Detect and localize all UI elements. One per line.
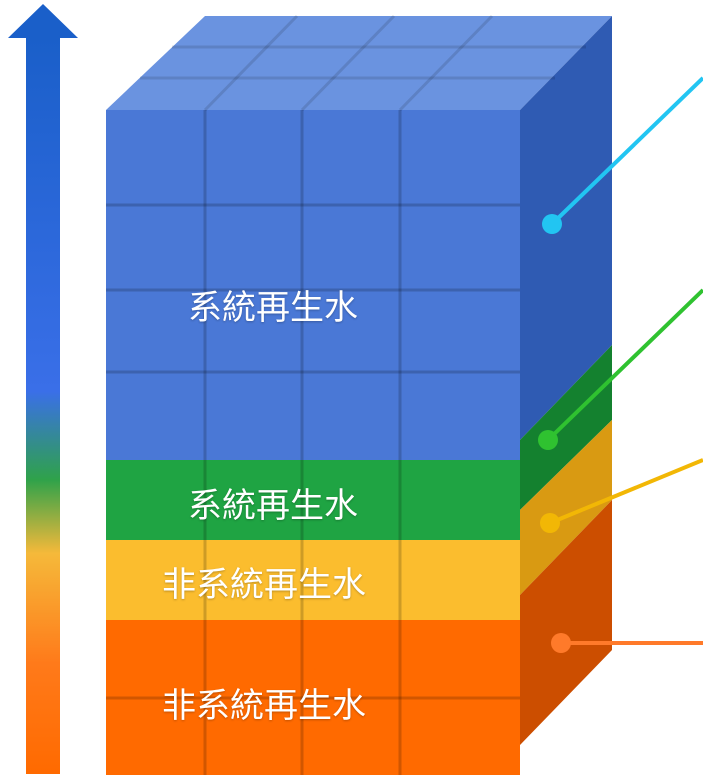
callout-dot-orange	[551, 633, 571, 653]
blue-layer-side	[520, 16, 612, 440]
callout-markers	[538, 214, 571, 653]
blue-layer-front	[106, 110, 520, 460]
yellow-layer-front	[106, 540, 520, 620]
callout-dot-green	[538, 430, 558, 450]
callout-lines	[546, 76, 703, 645]
up-arrow-icon	[8, 4, 78, 774]
blue-layer-top	[106, 16, 612, 110]
cube-stack-back	[106, 16, 612, 745]
callout-dot-yellow	[540, 513, 560, 533]
callout-line-green	[546, 288, 703, 442]
layer-label-orange: 非系統再生水	[162, 686, 366, 726]
orange-layer-side	[520, 500, 612, 745]
yellow-layer-side	[520, 420, 612, 595]
cube-stack-front	[106, 110, 520, 775]
green-layer-front	[106, 460, 520, 540]
callout-line-yellow	[549, 458, 703, 525]
cube-top-grid-lines	[140, 14, 586, 112]
layer-label-yellow: 非系統再生水	[162, 565, 366, 605]
green-layer-side	[520, 345, 612, 510]
layer-label-green: 系統再生水	[188, 486, 358, 526]
callout-line-blue	[550, 76, 703, 226]
callout-dot-blue	[542, 214, 562, 234]
orange-layer-front	[106, 620, 520, 775]
layer-label-blue: 系統再生水	[188, 288, 358, 328]
cube-grid-lines	[106, 110, 520, 775]
